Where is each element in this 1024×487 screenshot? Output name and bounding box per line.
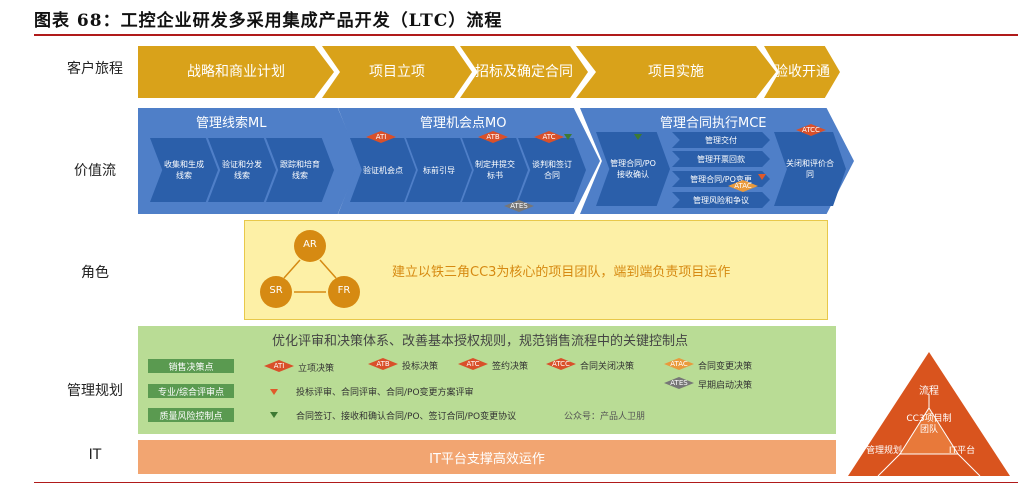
legend-atcc-text: 合同关闭决策: [580, 362, 635, 372]
legend-atb-text: 投标决策: [402, 362, 439, 372]
mgmt-label-quality: 质量风险控制点: [148, 408, 234, 422]
journey-step-4: 项目实施: [576, 46, 776, 98]
pyramid-diagram: [848, 352, 1010, 477]
legend-red-triangle: [270, 389, 278, 395]
pyramid-center: [899, 407, 959, 455]
legend-ati-text: 立项决策: [298, 364, 335, 374]
legend-ates-text: 早期启动决策: [698, 381, 753, 391]
pyramid-left-label: 管理规划: [866, 446, 903, 456]
ml-title: 管理线索ML: [196, 116, 267, 131]
link-ar-fr: [319, 259, 337, 279]
fr-circle: [328, 276, 360, 308]
legend-atc-text: 签约决策: [492, 362, 529, 372]
it-bar: IT平台支撑高效运作: [138, 440, 836, 474]
legend-atac-tag: ATAC: [664, 358, 694, 370]
journey-step-2: 项目立项: [322, 46, 472, 98]
marker-atc: ATC: [534, 131, 564, 143]
marker-green-triangle-2: [634, 134, 642, 140]
marker-green-triangle-1: [564, 134, 572, 140]
sr-circle: [260, 276, 292, 308]
marker-ates: ATES: [504, 200, 534, 212]
journey-step-3: 招标及确定合同: [460, 46, 588, 98]
row-label-value: 价值流: [74, 163, 116, 179]
legend-atc-tag: ATC: [458, 358, 488, 370]
mo-step-3: 制定并提交标书: [462, 138, 528, 202]
mgmt-header: 优化评审和决策体系、改善基本授权规则，规范销售流程中的关键控制点: [272, 334, 689, 349]
mce-title: 管理合同执行MCE: [660, 116, 767, 131]
bottom-divider: [34, 482, 1018, 483]
watermark-text: 公众号：产品人卫朋: [564, 412, 646, 422]
mgmt-quality-text: 合同签订、接收和确认合同/PO、签订合同/PO变更协议: [296, 412, 517, 422]
legend-ates-tag: ATES: [664, 377, 694, 389]
marker-ati: ATI: [366, 131, 396, 143]
legend-atb-tag: ATB: [368, 358, 398, 370]
figure-title: 图表 68：工控企业研发多采用集成产品开发（LTC）流程: [34, 11, 503, 31]
marker-atcc: ATCC: [796, 124, 826, 136]
ar-circle: [294, 230, 326, 262]
pyramid-top-label: 流程: [919, 386, 939, 397]
row-label-it: IT: [88, 447, 102, 463]
legend-atac-text: 合同变更决策: [698, 362, 753, 372]
legend-ati-tag: ATI: [264, 360, 294, 372]
journey-step-1: 战略和商业计划: [138, 46, 334, 98]
marker-atac: ATAC: [728, 180, 758, 192]
mce-item-2: 管理开票回款: [672, 151, 770, 167]
legend-atcc-tag: ATCC: [546, 358, 576, 370]
mgmt-label-sales: 销售决策点: [148, 359, 234, 373]
role-sr: SR: [269, 285, 283, 296]
mo-title: 管理机会点MO: [420, 116, 507, 131]
mgmt-label-review: 专业/综合评审点: [148, 384, 234, 398]
pyramid-right-label: IT平台: [948, 446, 976, 456]
marker-atb: ATB: [478, 131, 508, 143]
mce-item-4: 管理风险和争议: [672, 192, 770, 208]
legend-green-triangle: [270, 412, 278, 418]
title-divider: [34, 34, 1018, 36]
pyramid-center-label: CC3项目制团队: [906, 414, 952, 435]
role-ar: AR: [303, 239, 317, 250]
role-fr: FR: [337, 285, 351, 296]
ml-step-1: 收集和生成线索: [150, 138, 218, 202]
marker-red-triangle: [758, 174, 766, 180]
mce-item-1: 管理交付: [672, 132, 770, 148]
role-description: 建立以铁三角CC3为核心的项目团队，端到端负责项目运作: [392, 265, 731, 280]
mgmt-review-text: 投标评审、合同评审、合同/PO变更方案评审: [296, 388, 474, 398]
mce-item-3: 管理合同/PO变更: [672, 171, 770, 187]
iron-triangle-diagram: [260, 230, 360, 308]
row-label-customer: 客户旅程: [67, 61, 123, 77]
link-ar-sr: [283, 259, 301, 279]
row-label-mgmt: 管理规划: [67, 383, 123, 399]
mgmt-panel: [138, 326, 836, 434]
row-label-role: 角色: [81, 265, 109, 281]
